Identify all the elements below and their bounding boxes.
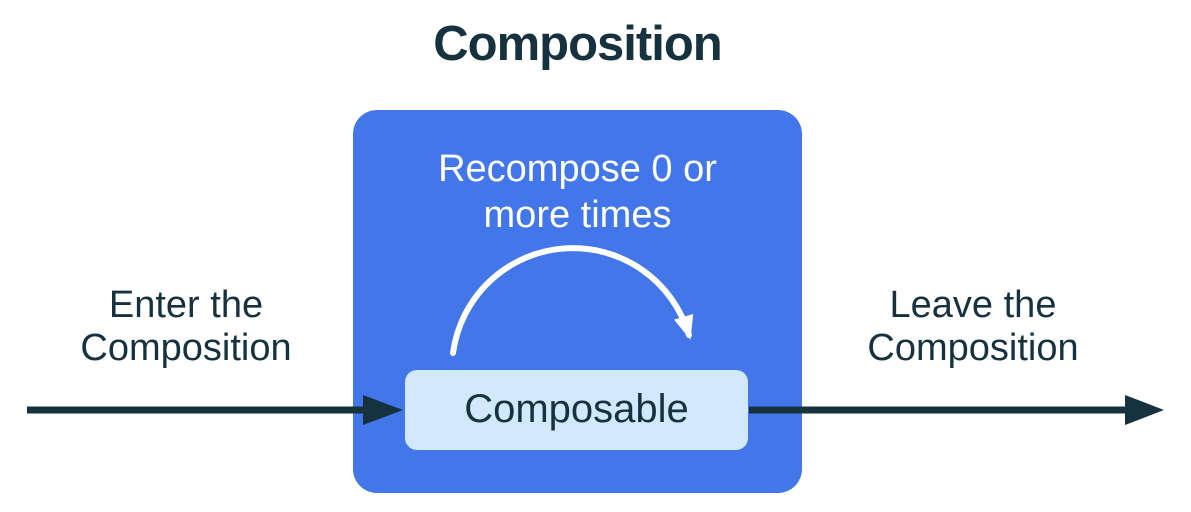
enter-composition-label: Enter the Composition [80,284,292,369]
leave-composition-label: Leave the Composition [867,284,1079,369]
enter-arrow-icon [27,395,403,425]
composable-box: Composable [405,370,748,450]
composable-label: Composable [464,386,689,431]
page-title: Composition [433,17,722,71]
leave-arrow-icon [749,395,1164,425]
recompose-label: Recompose 0 or more times [438,148,717,236]
